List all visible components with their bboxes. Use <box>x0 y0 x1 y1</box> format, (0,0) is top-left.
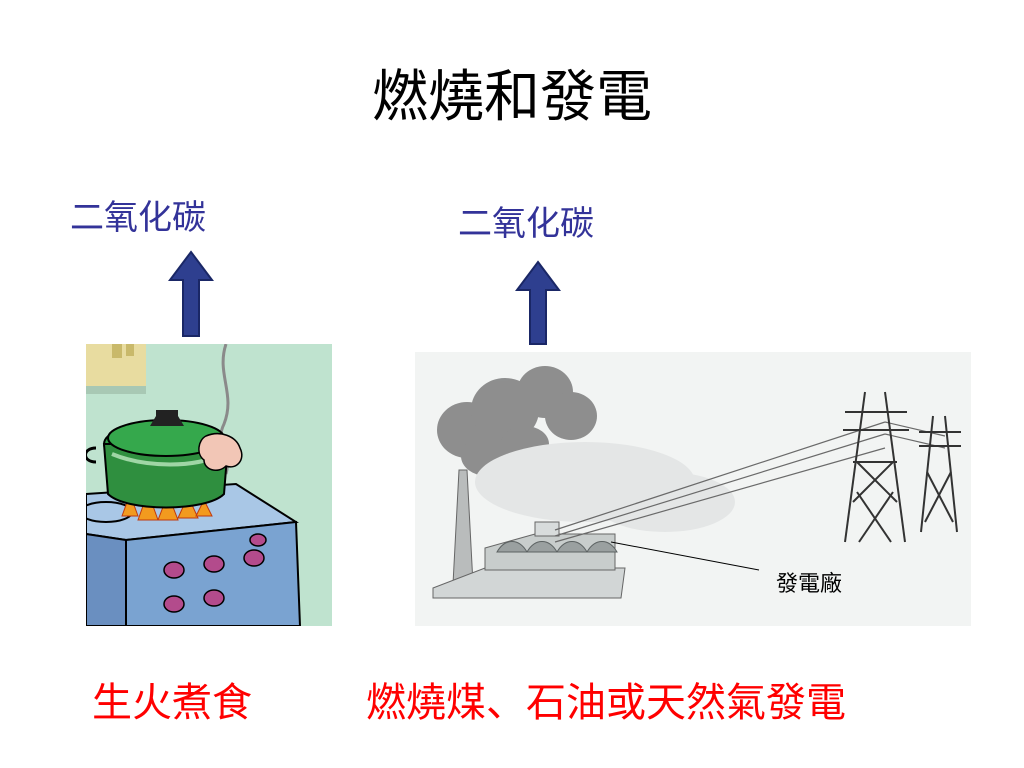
co2-label-right: 二氧化碳 <box>458 204 594 244</box>
cooking-stove-picture <box>86 344 332 626</box>
power-plant-picture <box>415 352 971 626</box>
co2-label-left: 二氧化碳 <box>70 198 206 238</box>
power-plant-label: 發電廠 <box>776 572 843 597</box>
cooking-caption: 生火煮食 <box>92 680 252 726</box>
slide-title: 燃燒和發電 <box>372 65 652 130</box>
up-arrow-icon <box>515 260 561 345</box>
power-generation-caption: 燃燒煤、石油或天然氣發電 <box>366 680 846 726</box>
up-arrow-icon <box>168 250 214 337</box>
